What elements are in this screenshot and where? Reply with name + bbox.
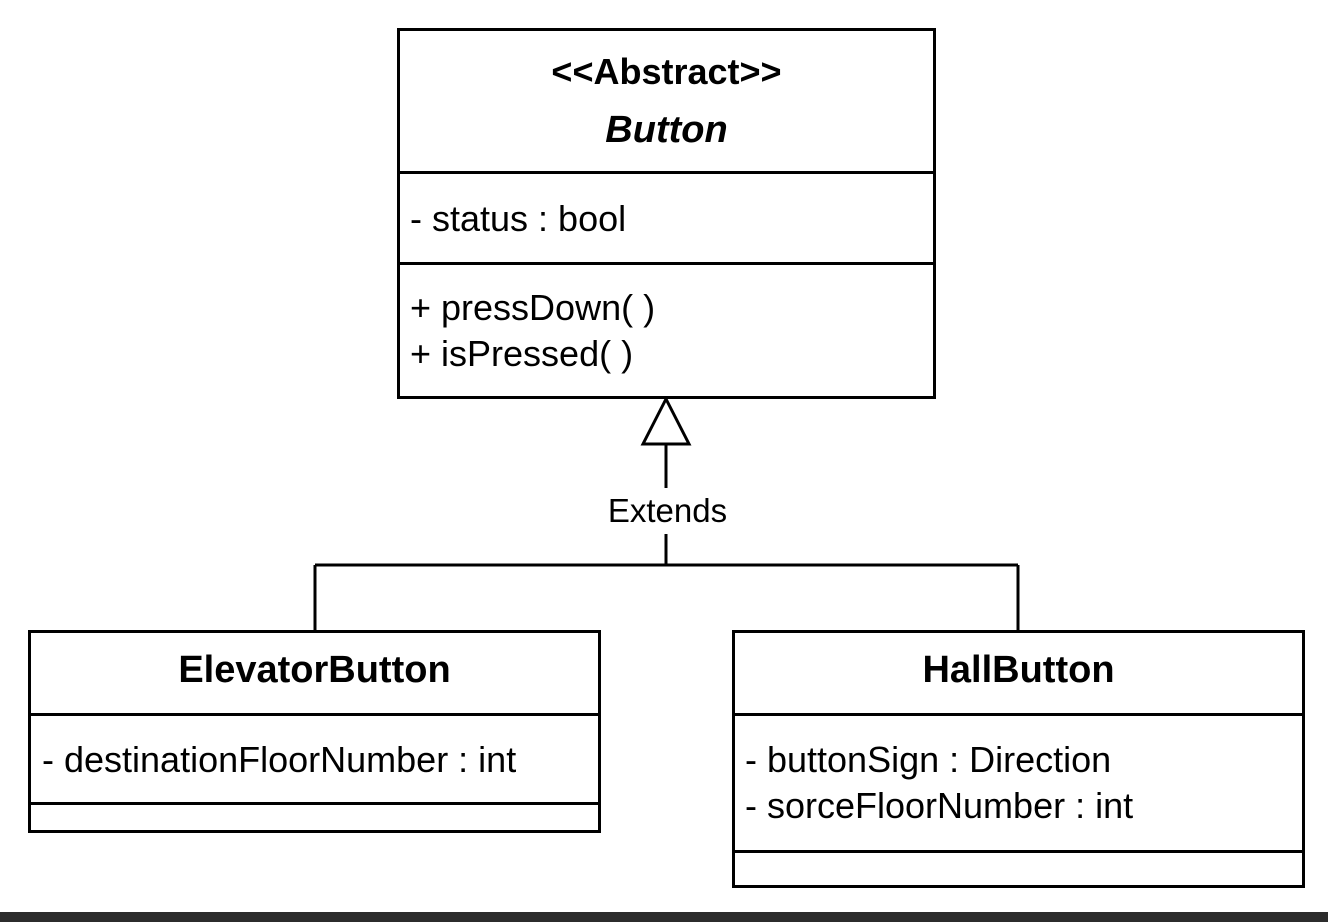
method-item: + pressDown( ) (410, 287, 656, 328)
stereotype-label: <<Abstract>> (551, 51, 782, 92)
attributes-compartment: - status : bool (400, 174, 933, 265)
attribute-item: - sorceFloorNumber : int (745, 785, 1134, 826)
hall-button-class-header: HallButton (735, 633, 1302, 716)
attribute-item: - destinationFloorNumber : int (42, 739, 517, 780)
class-name: HallButton (922, 649, 1115, 691)
bottom-bar (0, 912, 1328, 922)
class-name: ElevatorButton (178, 649, 451, 691)
generalization-arrowhead-icon (640, 395, 692, 446)
methods-compartment (735, 853, 1302, 885)
extends-label: Extends (560, 488, 775, 534)
attributes-compartment: - buttonSign : Direction - sorceFloorNum… (735, 716, 1302, 853)
attribute-item: - status : bool (410, 198, 627, 239)
method-item: + isPressed( ) (410, 333, 634, 374)
attributes-compartment: - destinationFloorNumber : int (31, 716, 598, 805)
class-name: Button (605, 109, 728, 151)
attribute-item: - buttonSign : Direction (745, 739, 1112, 780)
hall-button-class[interactable]: HallButton - buttonSign : Direction - so… (732, 630, 1305, 888)
button-class-header: <<Abstract>> Button (400, 31, 933, 174)
elevator-button-class[interactable]: ElevatorButton - destinationFloorNumber … (28, 630, 601, 833)
methods-compartment: + pressDown( ) + isPressed( ) (400, 265, 933, 377)
button-class[interactable]: <<Abstract>> Button - status : bool + pr… (397, 28, 936, 399)
methods-compartment (31, 805, 598, 830)
elevator-button-class-header: ElevatorButton (31, 633, 598, 716)
